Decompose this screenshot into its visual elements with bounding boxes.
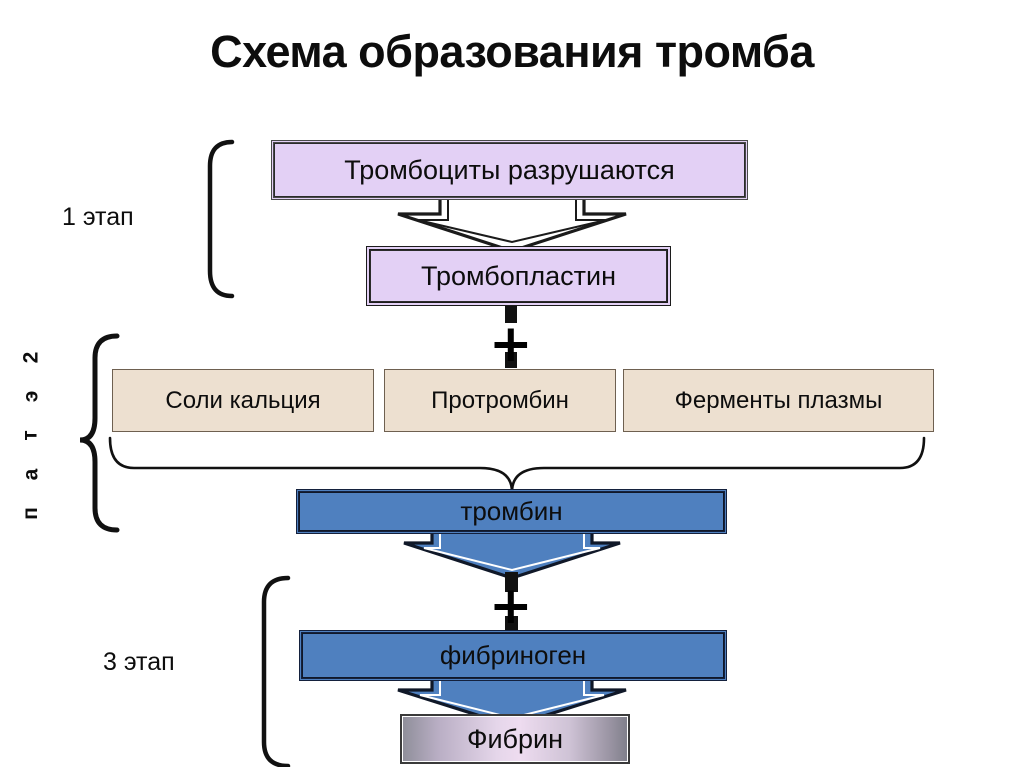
- box-thrombin[interactable]: тромбин: [296, 489, 727, 534]
- plus-sign-stage-2: +: [489, 314, 533, 374]
- stage-2-label-char-4: п: [18, 507, 42, 520]
- plus-sign-stage-3: +: [489, 576, 533, 636]
- box-prothrombin[interactable]: Протромбин: [384, 369, 616, 432]
- page-title: Схема образования тромба: [210, 26, 814, 77]
- stage-1-label: 1 этап: [62, 203, 134, 231]
- box-fibrinogen[interactable]: фибриноген: [299, 630, 727, 681]
- converging-brace: [108, 436, 926, 493]
- arrow-thrombin-down: [403, 528, 621, 580]
- stage-2-label-char-1: э: [18, 390, 42, 403]
- box-plasma-enzymes[interactable]: Ферменты плазмы: [623, 369, 934, 432]
- stage-2-bracket: [79, 333, 120, 533]
- stage-1-bracket: [207, 139, 235, 299]
- stage-2-label-char-3: а: [18, 468, 42, 481]
- box-fibrin[interactable]: Фибрин: [400, 714, 630, 764]
- stage-2-label-char-0: 2: [18, 351, 42, 364]
- box-platelets-destroyed[interactable]: Тромбоциты разрушаются: [271, 140, 748, 200]
- stage-2-label: 2 э т а п: [19, 338, 42, 533]
- arrow-platelets-to-thromboplastin: [397, 196, 627, 253]
- box-thromboplastin[interactable]: Тромбопластин: [366, 246, 671, 306]
- box-calcium-salts[interactable]: Соли кальция: [112, 369, 374, 432]
- stage-3-label: 3 этап: [103, 648, 175, 676]
- stage-2-label-char-2: т: [18, 430, 42, 441]
- stage-3-bracket: [261, 575, 291, 767]
